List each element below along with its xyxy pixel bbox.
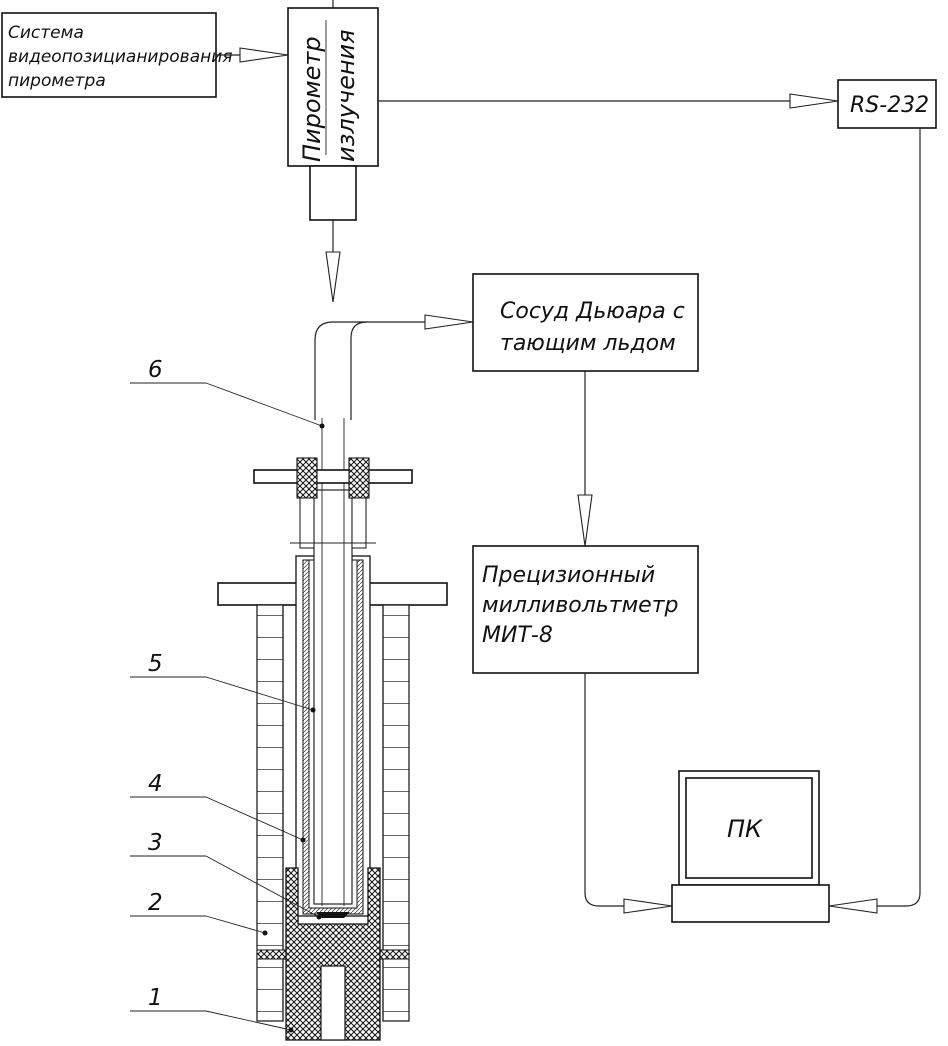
line-millivoltmeter-to-pc (584, 673, 673, 914)
line-rs232-to-pc (828, 128, 921, 914)
arrow-video-to-pyrometer (216, 47, 289, 63)
callout-2: 2 (148, 890, 163, 916)
rs232-block: RS-232 (837, 79, 937, 129)
dewar-block: Сосуд Дьюара с тающим льдом (472, 273, 699, 372)
dewar-line-1: Сосуд Дьюара с (500, 299, 685, 324)
dewar-line-2: тающим льдом (500, 331, 676, 356)
video-system-line-3: пирометра (8, 71, 106, 91)
video-system-line-1: Система (8, 23, 84, 43)
callout-4: 4 (148, 771, 163, 797)
pyrometer-label-2: излучения (332, 29, 360, 162)
pc-block: ПК (671, 770, 830, 923)
pc-label: ПК (727, 815, 763, 843)
callout-3: 3 (148, 830, 163, 856)
arrow-dewar-to-millivoltmeter (577, 371, 593, 547)
video-positioning-block: Система видеопозицианирования пирометра (1, 12, 233, 98)
callouts: 6 5 4 3 2 1 (130, 357, 325, 1033)
callout-5: 5 (148, 651, 163, 677)
rs232-label: RS-232 (850, 93, 929, 118)
millivoltmeter-line-2: милливольтметр (482, 593, 679, 618)
pyrometer-block: Пирометр излучения (287, 0, 379, 303)
video-system-line-2: видеопозицианирования (8, 47, 233, 67)
callout-6: 6 (148, 357, 163, 383)
callout-1: 1 (148, 985, 163, 1011)
millivoltmeter-line-3: МИТ-8 (482, 623, 553, 648)
furnace-apparatus (217, 418, 448, 1041)
pyrometer-label-1: Пирометр (298, 36, 326, 162)
millivoltmeter-line-1: Прецизионный (482, 563, 655, 588)
thermocouple-wires (314, 314, 474, 420)
millivoltmeter-block: Прецизионный милливольтметр МИТ-8 (472, 545, 699, 674)
arrow-pyrometer-to-rs232 (378, 93, 839, 109)
